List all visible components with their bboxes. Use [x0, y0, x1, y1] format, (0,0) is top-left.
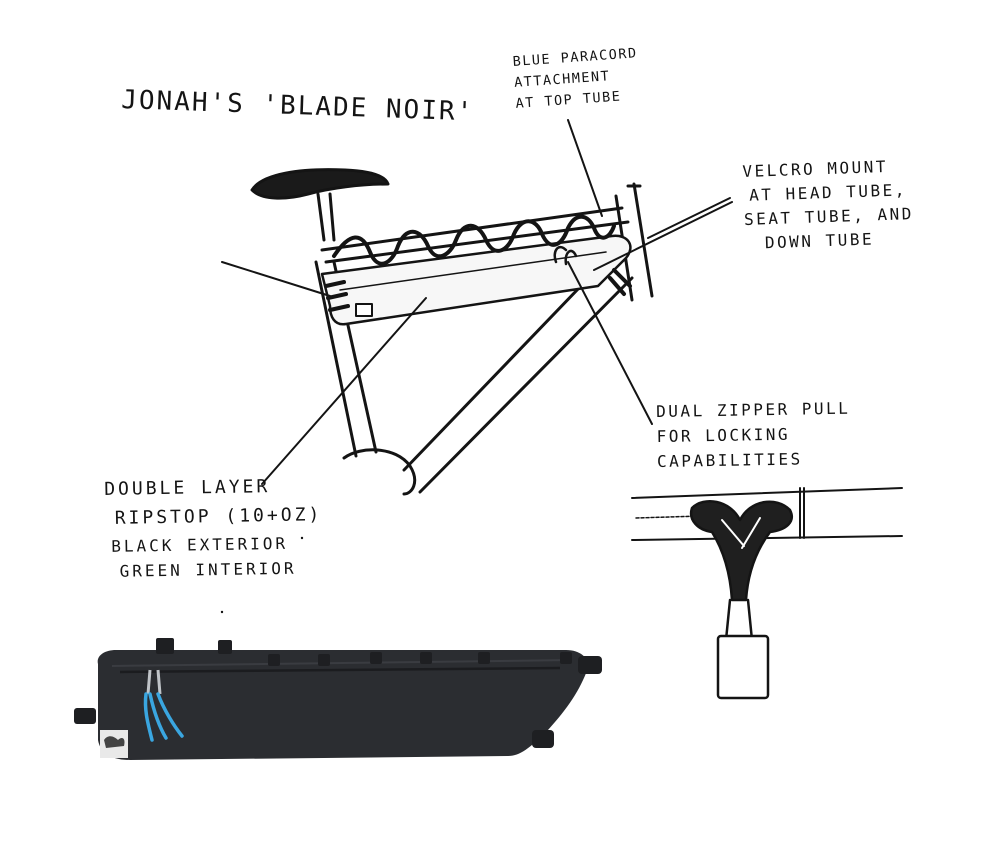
zipper-line-3: capabilities [657, 446, 852, 474]
zipper-line-2: for locking [656, 421, 851, 449]
seat-post [318, 194, 334, 240]
annotation-ripstop: Double layer ripstop (10+oz) black exter… [104, 472, 323, 585]
leader-velcro-1 [648, 198, 730, 238]
annotation-velcro: Velcro mount at head tube, seat tube, an… [742, 154, 915, 256]
zipper-lock-detail [632, 488, 902, 698]
annotation-zipper: Dual zipper pull for locking capabilitie… [656, 397, 851, 475]
ripstop-line-4: green interior [105, 555, 323, 584]
annotation-paracord: Blue paracord attachment at top tube [512, 43, 641, 114]
ripstop-line-1: Double layer [104, 472, 322, 505]
ripstop-line-3: black exterior [105, 530, 323, 559]
leader-paracord [568, 120, 602, 216]
saddle [252, 170, 388, 198]
zipper-line-1: Dual zipper pull [656, 397, 851, 425]
leader-zipper [568, 262, 652, 424]
leader-velcro-seat [222, 262, 330, 296]
frame-bag-photo [74, 638, 602, 760]
ripstop-line-2: ripstop (10+oz) [105, 501, 323, 534]
